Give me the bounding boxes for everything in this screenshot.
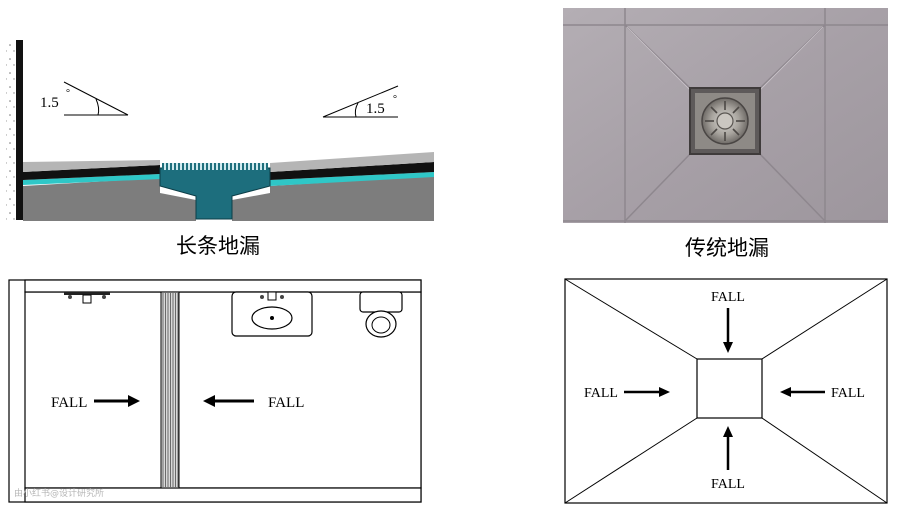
degree-symbol-right: ° (393, 94, 397, 105)
slope-line-right (322, 85, 399, 118)
center-drain-square (696, 358, 763, 419)
linear-drain-section: 1.5 ° 1.5 ° 长条地漏 (6, 40, 434, 258)
fall-label-left: FALL (51, 395, 87, 411)
grate-hatching (162, 292, 179, 488)
fall-diagonals (564, 278, 888, 504)
wall-section (16, 40, 23, 220)
plan-top-wall (24, 279, 422, 293)
tile-layer-right (270, 152, 434, 172)
fall-arrow-right-head (780, 387, 791, 397)
fall-arrow-top-head (723, 342, 733, 353)
fall-label-left: FALL (584, 386, 618, 401)
linear-drain-plan: FALL FALL 由小红书@设计研究所 (8, 279, 422, 503)
concrete-base-left (23, 178, 196, 221)
caption-linear-drain: 长条地漏 (176, 234, 260, 258)
tile-layer-left (23, 160, 160, 172)
wall-plaster (6, 40, 16, 220)
waterproof-layer-left (23, 174, 160, 185)
linear-drain-body (159, 167, 271, 220)
fall-label-bottom: FALL (711, 477, 745, 492)
drain-grate (162, 163, 268, 170)
slope-arc-left (95, 98, 100, 116)
slope-label-right: 1.5 (366, 101, 385, 117)
fall-arrow-left-head (659, 387, 670, 397)
waterproof-layer-right (270, 172, 434, 186)
toilet-fixture (359, 291, 403, 338)
slope-arc-right (354, 102, 359, 118)
plan-bottom-wall (24, 487, 422, 503)
caption-traditional-drain: 传统地漏 (685, 236, 769, 260)
plan-inner-floor (24, 291, 422, 489)
mortar-layer-left (23, 165, 160, 180)
drain-slots (705, 101, 745, 141)
fall-arrow-bottom-head (723, 426, 733, 437)
mortar-layer-right (270, 162, 434, 180)
concrete-base-right (232, 176, 434, 221)
fall-label-right: FALL (268, 395, 304, 411)
watermark: 由小红书@设计研究所 (14, 487, 104, 499)
fall-label-right: FALL (831, 386, 865, 401)
drain-center (716, 112, 734, 130)
tile-joint-highlights (626, 26, 824, 93)
fall-arrow-right-head (203, 395, 215, 407)
sink-fixture (231, 291, 313, 337)
traditional-drain-photo: 传统地漏 (563, 8, 888, 260)
traditional-drain-plan: FALL FALL FALL FALL (564, 278, 888, 504)
shower-fixture (64, 292, 110, 304)
degree-symbol-left: ° (66, 88, 70, 99)
fall-arrow-left-head (128, 395, 140, 407)
slope-line-left (63, 81, 129, 116)
slope-label-left: 1.5 (40, 95, 59, 111)
fall-label-top: FALL (711, 290, 745, 305)
